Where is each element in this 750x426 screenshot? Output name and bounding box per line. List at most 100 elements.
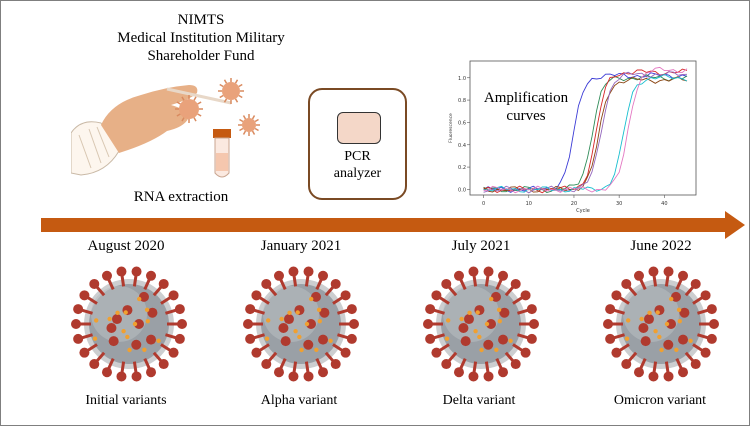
virus-spike-head	[700, 290, 711, 301]
org-line: NIMTS	[177, 12, 225, 28]
virus-spike-head	[663, 371, 674, 382]
virus-dot	[142, 347, 147, 352]
y-tick-label: 0.8	[458, 98, 466, 104]
virus-dot	[297, 334, 302, 340]
virus-dot	[688, 338, 693, 343]
virus-dot	[624, 336, 630, 341]
virus-dot	[121, 328, 126, 334]
virus-spike-head	[633, 367, 644, 378]
virus-spike-head	[79, 290, 90, 301]
virus-surface-spike	[283, 314, 294, 325]
variant-label: Omicron variant	[613, 393, 707, 408]
virus-spike-head	[146, 270, 157, 281]
x-tick-label: 30	[616, 201, 622, 207]
virus-dot	[316, 307, 322, 312]
virus-spike-head	[245, 333, 256, 344]
virus-spike-head	[116, 266, 127, 277]
org-line: Medical Institution Military	[117, 30, 285, 46]
pcr-screen-icon	[337, 112, 381, 144]
virus-surface-spike	[640, 336, 651, 347]
virus-spike-head	[510, 278, 521, 289]
virus-surface-spike	[138, 291, 149, 302]
virus-spike-head	[261, 359, 272, 370]
virus-spike-head	[483, 371, 494, 382]
virus-spike-head	[706, 333, 717, 344]
virus-surface-spike	[458, 323, 469, 334]
virus-surface-spike	[678, 334, 689, 345]
virus-dot	[467, 310, 472, 316]
virus-spike-head	[251, 290, 262, 301]
virus-icon	[71, 266, 187, 382]
virus-spike-head	[89, 359, 100, 370]
virus-spike-head	[346, 333, 357, 344]
arrow-shape	[41, 211, 745, 239]
virus-spike-head	[678, 270, 689, 281]
virus-spike-head	[158, 359, 169, 370]
amplification-curve	[483, 68, 688, 194]
virus-surface-spike	[670, 291, 681, 302]
virus-spike-head	[663, 266, 674, 277]
virus-dot	[676, 307, 682, 312]
virus-dot	[264, 336, 270, 341]
virus-spike-head	[423, 319, 433, 329]
virus-spike-head	[605, 333, 616, 344]
virus-surface-spike	[111, 314, 122, 325]
virus-spike-head	[526, 304, 537, 315]
virus-spike-head	[131, 371, 142, 382]
virus-spike-head	[330, 359, 341, 370]
virus-spike-head	[603, 319, 613, 329]
amplification-curve	[483, 71, 688, 194]
virus-surface-spike	[499, 307, 510, 318]
virus-spike-head	[425, 333, 436, 344]
x-tick-label: 40	[661, 201, 667, 207]
virus-dot	[93, 318, 99, 323]
virus-spike-head	[303, 266, 314, 277]
amplification-curves-label: Amplification curves	[483, 90, 569, 124]
virus-spike-head	[431, 347, 442, 358]
rna-extraction-label: RNA extraction	[133, 189, 229, 205]
virus-spike-head	[468, 266, 479, 277]
virus-spike-head	[349, 319, 359, 329]
virus-dot	[669, 296, 674, 302]
virus-dot	[299, 347, 304, 353]
virus-spike-head	[245, 304, 256, 315]
virus-dot	[677, 318, 682, 324]
virus-dot	[445, 318, 451, 323]
virus-dot	[156, 338, 161, 343]
virus-surface-spike	[643, 314, 654, 325]
virus-spike-head	[453, 367, 464, 378]
virus-spike-head	[690, 359, 701, 370]
timeline-arrow	[41, 211, 745, 239]
virus-spike-head	[101, 270, 112, 281]
virus-spike-head	[177, 319, 187, 329]
virus-dot	[295, 310, 300, 315]
y-tick-label: 0.2	[458, 165, 466, 171]
virus-spike-head	[168, 347, 179, 358]
virus-surface-spike	[679, 307, 690, 318]
virus-spike-head	[529, 319, 539, 329]
date-label: July 2021	[451, 238, 511, 254]
virus-dot	[459, 316, 464, 322]
virus-spike-head	[425, 304, 436, 315]
virus-spike-head	[101, 367, 112, 378]
virus-dot	[127, 347, 132, 353]
virus-dot	[317, 318, 322, 324]
virus-spike-head	[441, 278, 452, 289]
pcr-analyzer-label: PCR analyzer	[310, 148, 405, 182]
virus-spike-head	[330, 278, 341, 289]
hand-shape	[101, 85, 198, 153]
y-tick-label: 1.0	[458, 76, 466, 82]
virus-surface-spike	[306, 319, 316, 329]
virus-spike-head	[431, 290, 442, 301]
virus-spike-head	[709, 319, 719, 329]
virus-dot	[674, 347, 679, 352]
virus-dot	[132, 321, 138, 327]
virus-spike-head	[621, 359, 632, 370]
virus-spike-head	[483, 266, 494, 277]
virus-spike-head	[648, 371, 659, 382]
virus-spike-head	[340, 290, 351, 301]
virus-dot	[477, 334, 482, 340]
virus-spike-head	[146, 367, 157, 378]
virus-spike-head	[498, 367, 509, 378]
